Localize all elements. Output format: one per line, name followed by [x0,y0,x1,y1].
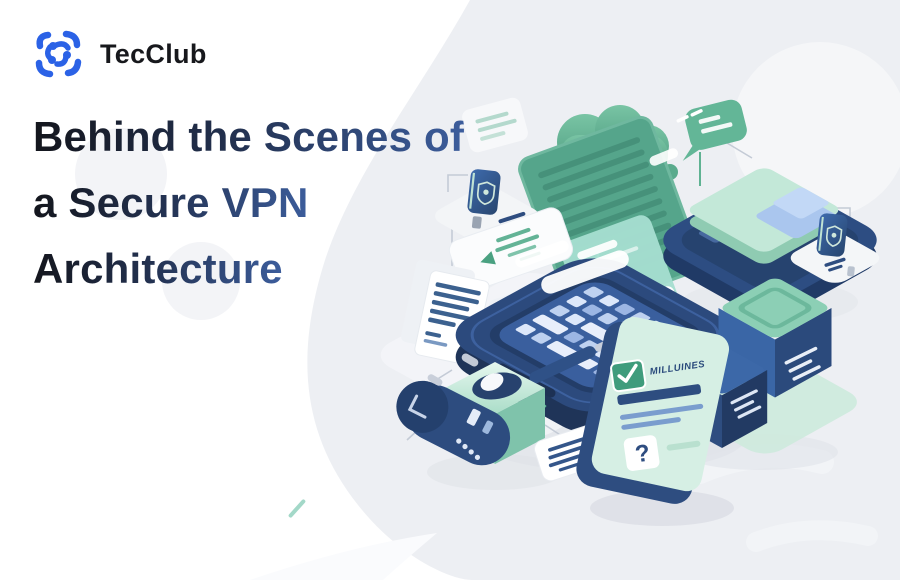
white-dashes [649,109,703,166]
faint-swash-2 [746,520,878,552]
white-cable-pill [541,250,629,294]
tecclub-logo-icon [35,30,82,78]
checkbox-checked-icon [610,359,647,393]
brand-logo: TecClub [30,26,207,82]
question-mark-icon: ? [623,435,660,471]
ghost-note-card [462,97,528,153]
page-title: Behind the Scenes of a Secure VPN Archit… [33,104,573,302]
brand-name: TecClub [100,38,207,69]
headline-line-2: a Secure VPN [33,170,309,236]
cube-teal [718,278,832,398]
shield-icon [476,181,496,206]
white-wave [250,533,437,580]
white-cable-pill-small [515,240,569,268]
headline-bg-circle-1 [75,128,167,220]
headline-line-3: Architecture [33,236,283,302]
lock-device [396,337,618,466]
chat-bubble-icon [682,99,747,161]
arrow-icon [480,251,496,265]
checklist-card: MILLUINES ? [576,316,730,504]
document-pages [401,259,490,366]
shield-badge-right [790,213,880,283]
vpn-architecture-illustration: MILLUINES ? [380,97,880,526]
headline-bg-circle-2 [162,242,240,320]
headline-line-1: Behind the Scenes of [33,104,464,170]
lock-cylinder [396,380,511,466]
shield-icon [825,225,843,248]
question-mark: ? [633,440,651,469]
